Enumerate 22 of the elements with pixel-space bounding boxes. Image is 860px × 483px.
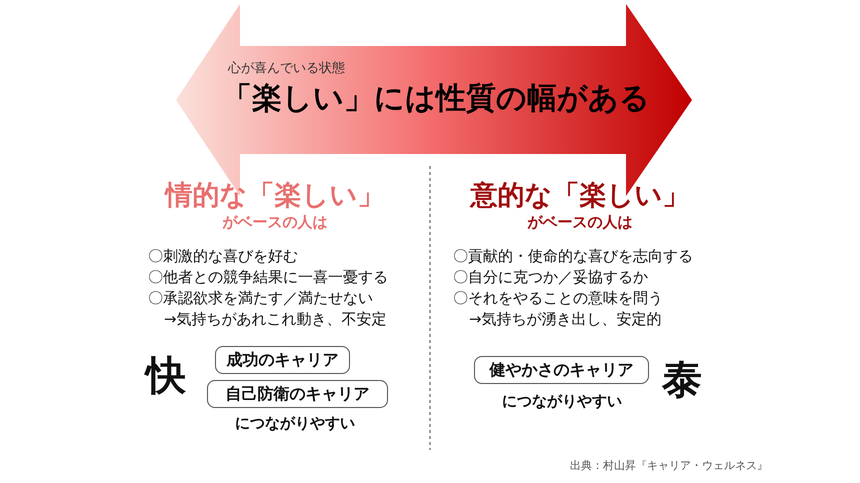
bullet-text: 〇他者との競争結果に一喜一憂する: [148, 269, 388, 286]
bullet-text: 〇貢献的・使命的な喜びを志向する: [453, 248, 693, 266]
subheading: がベースの人は: [222, 214, 328, 232]
source-note: 出典：村山昇『キャリア・ウェルネス』: [570, 460, 768, 473]
caption-text: につながりやすい: [502, 393, 622, 410]
kanji-character: 快: [146, 353, 186, 399]
subtitle-text: 心が喜んでいる状態: [228, 62, 345, 77]
rounded-label-box: 自己防衛のキャリア: [207, 380, 388, 408]
kanji-character: 泰: [662, 357, 702, 403]
bullet-text: 〇承認欲求を満たす／満たせない: [148, 290, 373, 308]
rounded-label-box: 健やかさのキャリア: [474, 356, 649, 384]
bullet-text: 〇刺激的な喜びを好む: [148, 248, 298, 266]
heading: 情的な「楽しい」: [166, 180, 384, 212]
bullet-text: →気持ちがあれこれ動き、不安定: [164, 311, 387, 328]
bullet-text: 〇自分に克つか／妥協するか: [453, 269, 648, 286]
title-text: 「楽しい」には性質の幅がある: [222, 82, 650, 116]
caption-text: につながりやすい: [235, 415, 355, 432]
rounded-label-box: 成功のキャリア: [215, 346, 350, 374]
subheading: がベースの人は: [528, 214, 632, 232]
heading: 意的な「楽しい」: [470, 180, 690, 212]
bullet-text: 〇それをやることの意味を問う: [453, 290, 663, 308]
bullet-text: →気持ちが湧き出し、安定的: [469, 311, 662, 328]
